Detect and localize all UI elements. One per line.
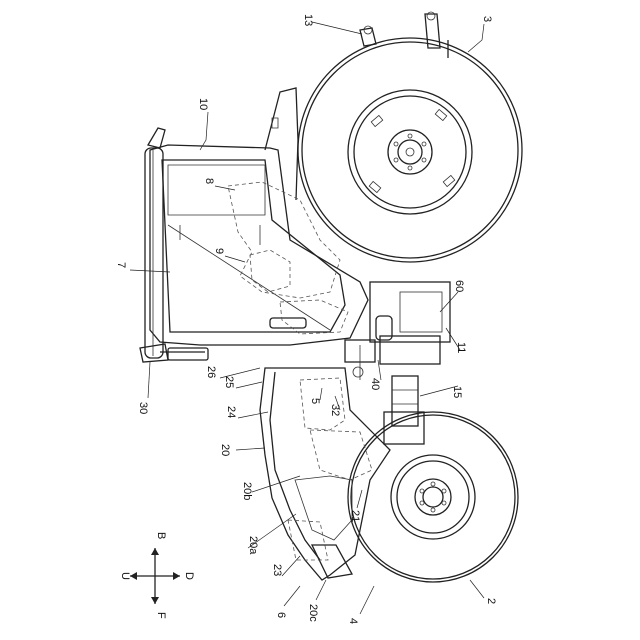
label-8: 8 [203,178,215,184]
cabin [140,128,368,362]
compass-front: F [155,612,167,619]
label-7: 7 [115,262,127,268]
label-10: 10 [197,98,209,110]
label-26: 26 [205,366,217,378]
label-23: 23 [271,564,283,576]
label-20c: 20c [307,604,319,622]
leader-lines [130,22,484,614]
roof-fender [265,88,298,200]
hitch-arms [360,12,448,58]
internal-components [228,182,348,334]
label-32: 32 [329,404,341,416]
label-13: 13 [302,14,314,26]
label-5: 5 [309,398,321,404]
label-4: 4 [347,618,359,624]
label-15: 15 [451,386,463,398]
label-3: 3 [481,16,493,22]
arrow-down-icon [173,572,180,580]
label-60: 60 [453,280,465,292]
label-20a: 20a [247,536,259,555]
label-40: 40 [369,378,381,390]
rear-axle-housing [345,282,450,380]
arrow-back-icon [151,548,159,555]
label-24: 24 [225,406,237,418]
rear-wheel [298,38,522,262]
direction-compass: U D B F [119,532,195,619]
label-6: 6 [275,612,287,618]
label-20b: 20b [241,482,253,500]
label-30: 30 [137,402,149,414]
label-11: 11 [455,342,467,353]
compass-up: U [119,572,131,580]
front-wheel [348,412,518,582]
arrow-front-icon [151,597,159,604]
hood-20 [260,368,390,580]
label-25: 25 [223,376,235,388]
label-9: 9 [213,248,225,254]
compass-back: B [155,532,167,539]
front-axle-15 [384,376,424,444]
label-20: 20 [219,444,231,456]
label-21: 21 [349,510,361,522]
compass-down: D [183,572,195,580]
label-2: 2 [485,598,497,604]
